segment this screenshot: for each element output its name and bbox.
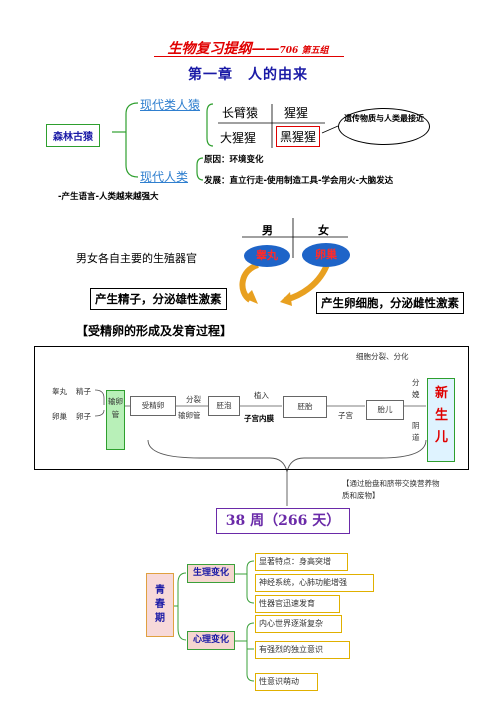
flow-embryo-box: 胚胎 (283, 396, 327, 418)
genetic-note-oval: 遗传物质与人类最接近 (338, 108, 430, 145)
physical-item-height: 显著特点：身高突增 (255, 553, 348, 571)
ancestor-box: 森林古猿 (46, 124, 100, 147)
mental-item-independence: 有强烈的独立意识 (255, 641, 350, 659)
fertilization-section-title: 【受精卵的形成及发育过程】 (76, 324, 233, 338)
page-title: 生物复习提纲——706 第五组 (0, 38, 496, 58)
ape-gorilla: 大猩猩 (220, 131, 257, 145)
flow-implant: 植入 (254, 391, 269, 400)
mental-item-complex: 内心世界逐渐复杂 (255, 615, 342, 633)
flow-zygote-box: 受精卵 (130, 396, 176, 416)
ape-gibbon: 长臂猿 (222, 106, 259, 120)
ape-chimpanzee: 黑猩猩 (276, 126, 321, 147)
title-underline (154, 56, 344, 57)
male-function-box: 产生精子，分泌雄性激素 (90, 288, 227, 310)
fertilization-frame (34, 346, 469, 470)
chapter-title: 第一章 人的由来 (188, 67, 308, 83)
flow-uterine-lining: 子宫内膜 (244, 414, 274, 423)
modern-apes-label: 现代类人猿 (140, 98, 201, 112)
female-function-box: 产生卵细胞，分泌雌性激素 (316, 292, 464, 314)
flow-division-diff: 细胞分裂、分化 (356, 352, 409, 361)
evolution-cause: 原因：环境变化 (204, 155, 264, 165)
flow-testis: 睾丸 (52, 387, 67, 396)
flow-vagina: 阴道 (412, 421, 420, 442)
flow-newborn-box: 新生儿 (427, 378, 455, 462)
evolution-development: 发展：直立行走-使用制造工具-学会用火-大脑发达 (204, 176, 394, 186)
evolution-language: -产生语言-人类越来越强大 (58, 192, 159, 202)
title-text: 生物复习提纲—— (167, 41, 280, 57)
flow-delivery: 分娩 (412, 378, 420, 399)
male-header: 男 (262, 224, 273, 237)
female-header: 女 (318, 224, 329, 237)
physical-item-nervous: 神经系统，心肺功能增强 (255, 574, 374, 592)
flow-uterus: 子宫 (338, 411, 353, 420)
ovary-ellipse: 卵巢 (302, 243, 350, 267)
flow-exchange-note: 【通过胎盘和脐带交换营养物质和废物】 (342, 479, 440, 500)
flow-ovary: 卵巢 (52, 412, 67, 421)
flow-sperm: 精子 (76, 387, 91, 396)
mental-change-box: 心理变化 (187, 631, 235, 650)
physical-item-organs: 性器官迅速发育 (255, 595, 340, 613)
flow-blastocyst-box: 胚泡 (208, 396, 240, 416)
flow-oviduct-box: 输卵管 (106, 390, 125, 450)
organs-question: 男女各自主要的生殖器官 (76, 252, 197, 265)
physical-change-box: 生理变化 (187, 564, 235, 583)
testis-ellipse: 睾丸 (244, 245, 290, 267)
flow-egg: 卵子 (76, 412, 91, 421)
modern-human-label: 现代人类 (140, 170, 189, 184)
title-org: 706 第五组 (279, 46, 329, 56)
pregnancy-duration-box: 38 周（266 天） (216, 508, 350, 534)
mental-item-sexual: 性意识萌动 (255, 673, 318, 691)
puberty-box: 青春期 (146, 573, 174, 637)
flow-division: 分裂 (186, 395, 201, 404)
flow-oviduct-label: 输卵管 (178, 411, 201, 420)
ape-orangutan: 猩猩 (284, 106, 309, 120)
flow-fetus-box: 胎儿 (366, 400, 404, 420)
